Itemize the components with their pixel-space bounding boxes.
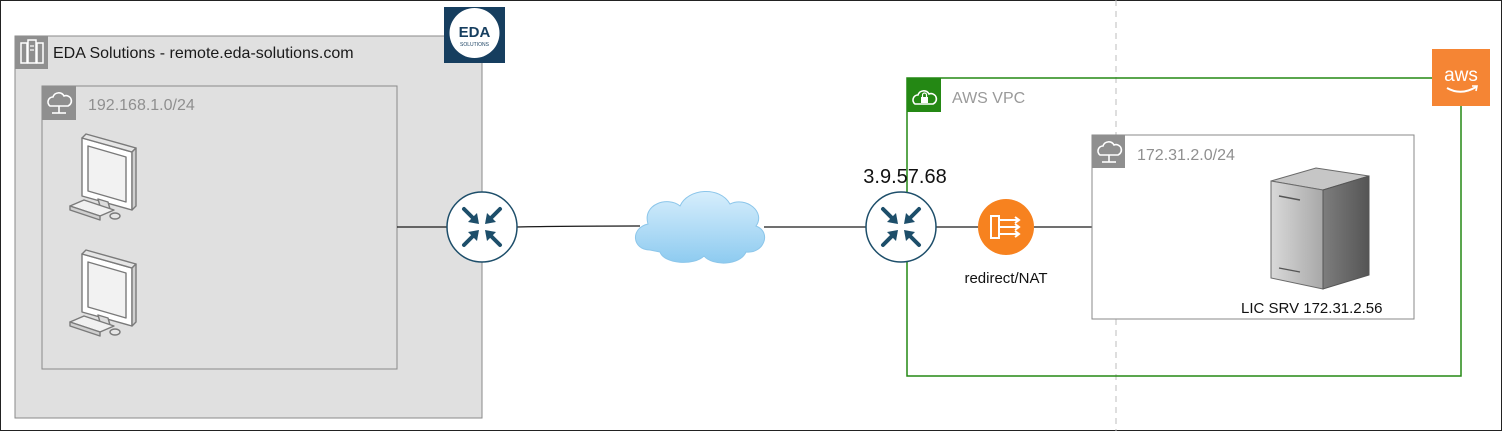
eda-logo-icon: EDA SOLUTIONS <box>444 7 505 63</box>
eda-logo-text: EDA <box>459 24 491 41</box>
router-icon <box>865 191 937 263</box>
server-rack-icon <box>15 36 48 69</box>
nat-gateway-icon <box>978 199 1034 255</box>
cloud-icon <box>635 191 766 264</box>
server-label: LIC SRV 172.31.2.56 <box>1241 300 1383 317</box>
cloud-subnet-icon <box>42 86 76 120</box>
router-icon <box>446 191 518 263</box>
cloud-subnet-icon <box>1092 135 1125 168</box>
nat-label: redirect/NAT <box>964 270 1047 287</box>
aws-subnet-label: 172.31.2.0/24 <box>1137 147 1235 164</box>
eda-logo-subtext: SOLUTIONS <box>460 42 490 48</box>
onprem-subnet-label: 192.168.1.0/24 <box>88 97 195 114</box>
public-ip-label: 3.9.57.68 <box>863 166 946 188</box>
aws-logo-text: aws <box>1444 65 1478 86</box>
server-tower-icon <box>1270 167 1370 290</box>
aws-logo-icon: aws <box>1432 49 1490 106</box>
desktop-computer-icon <box>69 249 137 337</box>
lock-cloud-icon <box>907 78 941 112</box>
onprem-title: EDA Solutions - remote.eda-solutions.com <box>53 45 354 62</box>
desktop-computer-icon <box>69 133 137 221</box>
aws-vpc-label: AWS VPC <box>952 90 1025 107</box>
